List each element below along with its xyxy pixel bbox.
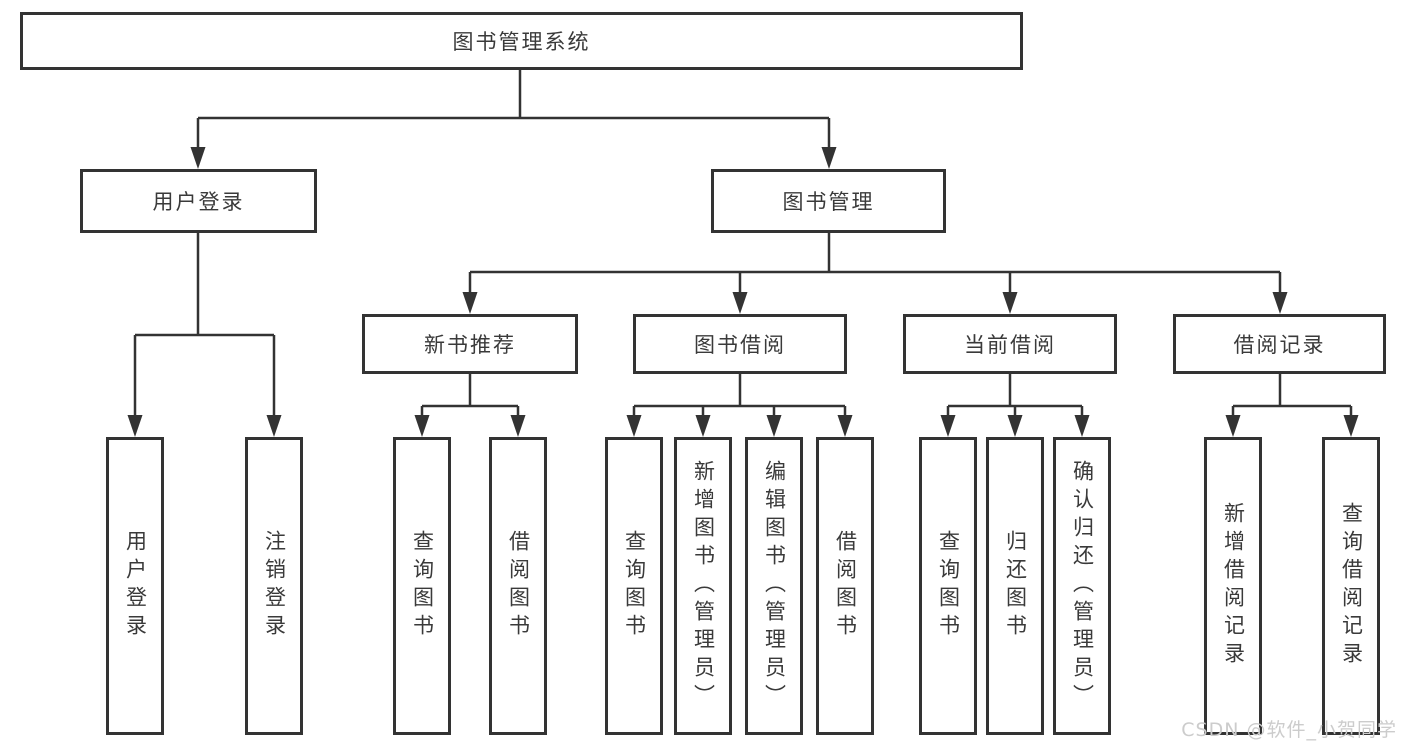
node-borrow-records: 借阅记录	[1173, 314, 1386, 374]
leaf-label: 确认归还（管理员）	[1070, 460, 1095, 712]
arrowhead-icons	[127, 147, 1359, 437]
watermark: CSDN @软件_小贺同学	[1181, 719, 1397, 741]
leaf-label: 借阅图书	[833, 530, 858, 642]
leaf-query-book-recommend: 查询图书	[393, 437, 451, 735]
node-label: 新书推荐	[424, 333, 516, 357]
node-label: 图书管理系统	[452, 30, 591, 54]
leaf-query-book-borrow: 查询图书	[605, 437, 663, 735]
node-book-borrow: 图书借阅	[633, 314, 847, 374]
node-label: 图书借阅	[694, 333, 786, 357]
leaf-query-book-current: 查询图书	[919, 437, 977, 735]
leaf-label: 编辑图书（管理员）	[762, 460, 787, 712]
leaf-label: 查询图书	[622, 530, 647, 642]
leaf-user-login: 用户登录	[106, 437, 164, 735]
node-label: 当前借阅	[964, 333, 1056, 357]
leaf-label: 用户登录	[123, 530, 148, 642]
node-book-management: 图书管理	[711, 169, 946, 233]
node-new-book-recommend: 新书推荐	[362, 314, 578, 374]
node-label: 图书管理	[782, 190, 875, 214]
leaf-add-borrow-record: 新增借阅记录	[1204, 437, 1262, 735]
leaf-label: 新增借阅记录	[1221, 502, 1246, 670]
connector-paths	[133, 70, 1353, 417]
leaf-logout: 注销登录	[245, 437, 303, 735]
leaf-borrow-book-recommend: 借阅图书	[489, 437, 547, 735]
leaf-borrow-book: 借阅图书	[816, 437, 874, 735]
leaf-label: 新增图书（管理员）	[691, 460, 716, 712]
leaf-return-book: 归还图书	[986, 437, 1044, 735]
leaf-label: 注销登录	[262, 530, 287, 642]
leaf-edit-book-admin: 编辑图书（管理员）	[745, 437, 803, 735]
node-user-login: 用户登录	[80, 169, 317, 233]
node-label: 用户登录	[152, 190, 245, 214]
node-current-borrow: 当前借阅	[903, 314, 1117, 374]
leaf-label: 查询图书	[410, 530, 435, 642]
leaf-confirm-return-admin: 确认归还（管理员）	[1053, 437, 1111, 735]
node-label: 借阅记录	[1233, 333, 1326, 357]
leaf-label: 查询借阅记录	[1339, 502, 1364, 670]
leaf-add-book-admin: 新增图书（管理员）	[674, 437, 732, 735]
leaf-label: 归还图书	[1003, 530, 1028, 642]
leaf-query-borrow-record: 查询借阅记录	[1322, 437, 1380, 735]
node-library-management-system: 图书管理系统	[20, 12, 1023, 70]
leaf-label: 查询图书	[936, 530, 961, 642]
leaf-label: 借阅图书	[506, 530, 531, 642]
